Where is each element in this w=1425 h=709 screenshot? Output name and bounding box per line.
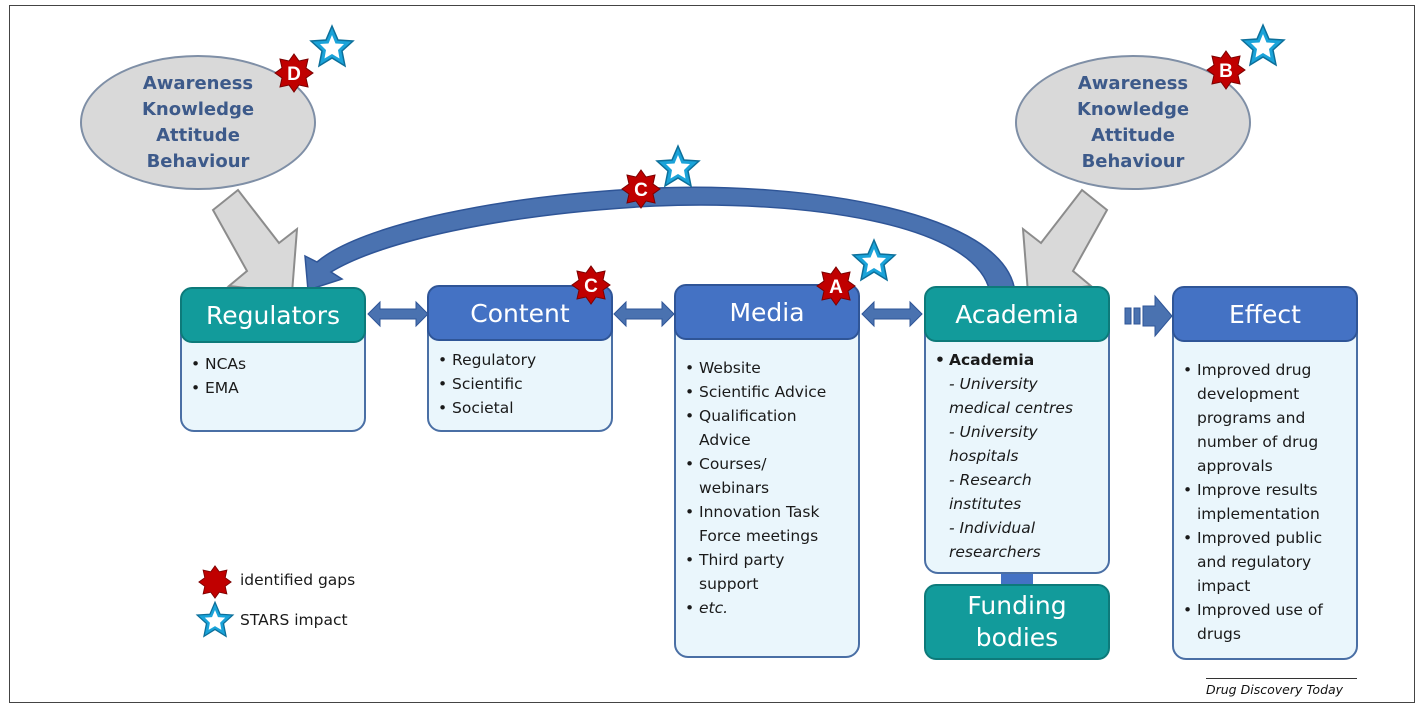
ellipse-line: Knowledge bbox=[141, 98, 255, 120]
media-item-cont: webinars bbox=[699, 479, 770, 497]
content-item: Societal bbox=[435, 396, 536, 420]
effect-item-cont: approvals bbox=[1197, 457, 1273, 475]
academia-sub: medical centres bbox=[949, 399, 1073, 417]
effect-header: Effect bbox=[1172, 286, 1358, 342]
ellipse-line: Awareness bbox=[142, 72, 254, 94]
media-item: Courses/ bbox=[682, 452, 826, 476]
source-rule bbox=[1206, 678, 1357, 679]
source-credit: Drug Discovery Today bbox=[1206, 682, 1344, 697]
effect-item-cont: development bbox=[1197, 385, 1300, 403]
left-influence-arrow bbox=[211, 188, 299, 295]
arrow-to-effect bbox=[1124, 294, 1173, 338]
academia-sub: - Research bbox=[949, 471, 1032, 489]
effect-item-cont: programs and bbox=[1197, 409, 1306, 427]
legend-gaps-label: identified gaps bbox=[240, 571, 356, 589]
effect-item-cont: number of drug bbox=[1197, 433, 1319, 451]
academia-sub: - Individual bbox=[949, 519, 1036, 537]
media-item: Website bbox=[682, 356, 826, 380]
media-item: Innovation Task bbox=[682, 500, 826, 524]
academia-sub: institutes bbox=[949, 495, 1022, 513]
effect-item-cont: impact bbox=[1197, 577, 1251, 595]
media-box: Website Scientific Advice Qualification … bbox=[674, 290, 860, 658]
content-header: Content bbox=[427, 285, 613, 341]
ellipse-line: Attitude bbox=[156, 124, 240, 146]
academia-sub: researchers bbox=[949, 543, 1041, 561]
academia-funding-connector bbox=[1001, 572, 1033, 584]
media-item-cont: support bbox=[699, 575, 759, 593]
effect-item: Improved use of bbox=[1180, 598, 1323, 622]
content-item: Scientific bbox=[435, 372, 536, 396]
effect-item-cont: and regulatory bbox=[1197, 553, 1312, 571]
media-item: etc. bbox=[682, 596, 826, 620]
ellipse-line: Behaviour bbox=[1081, 150, 1185, 172]
ellipse-line: Knowledge bbox=[1076, 98, 1190, 120]
academia-header: Academia bbox=[924, 286, 1110, 342]
funding-line: bodies bbox=[975, 623, 1059, 652]
awareness-ellipse-left: Awareness Knowledge Attitude Behaviour bbox=[80, 55, 316, 190]
funding-bodies-box: Funding bodies bbox=[924, 584, 1110, 660]
effect-item: Improved drug bbox=[1180, 358, 1323, 382]
effect-item-cont: implementation bbox=[1197, 505, 1320, 523]
double-arrow-regulators-content bbox=[367, 300, 429, 328]
academia-sub: - University bbox=[949, 375, 1038, 393]
content-item: Regulatory bbox=[435, 348, 536, 372]
regulators-header: Regulators bbox=[180, 287, 366, 343]
media-item-cont: Advice bbox=[699, 431, 751, 449]
double-arrow-media-academia bbox=[861, 300, 923, 328]
effect-item: Improve results bbox=[1180, 478, 1323, 502]
awareness-ellipse-right: Awareness Knowledge Attitude Behaviour bbox=[1015, 55, 1251, 190]
effect-box: Improved drug development programs and n… bbox=[1172, 290, 1358, 660]
funding-line: Funding bbox=[967, 591, 1067, 620]
academia-item: Academia bbox=[932, 348, 1073, 372]
media-header: Media bbox=[674, 284, 860, 340]
media-item-cont: Force meetings bbox=[699, 527, 819, 545]
feedback-arc bbox=[304, 186, 1016, 293]
ellipse-line: Attitude bbox=[1091, 124, 1175, 146]
media-item: Scientific Advice bbox=[682, 380, 826, 404]
legend-impact-label: STARS impact bbox=[240, 611, 348, 629]
ellipse-line: Awareness bbox=[1077, 72, 1189, 94]
effect-item: Improved public bbox=[1180, 526, 1323, 550]
right-influence-arrow bbox=[1021, 188, 1109, 295]
figure-frame bbox=[9, 5, 1415, 703]
effect-item-cont: drugs bbox=[1197, 625, 1241, 643]
regulators-item: EMA bbox=[188, 376, 246, 400]
double-arrow-content-media bbox=[613, 300, 675, 328]
academia-sub: hospitals bbox=[949, 447, 1019, 465]
media-item: Qualification bbox=[682, 404, 826, 428]
media-item: Third party bbox=[682, 548, 826, 572]
academia-sub: - University bbox=[949, 423, 1038, 441]
regulators-item: NCAs bbox=[188, 352, 246, 376]
ellipse-line: Behaviour bbox=[146, 150, 250, 172]
